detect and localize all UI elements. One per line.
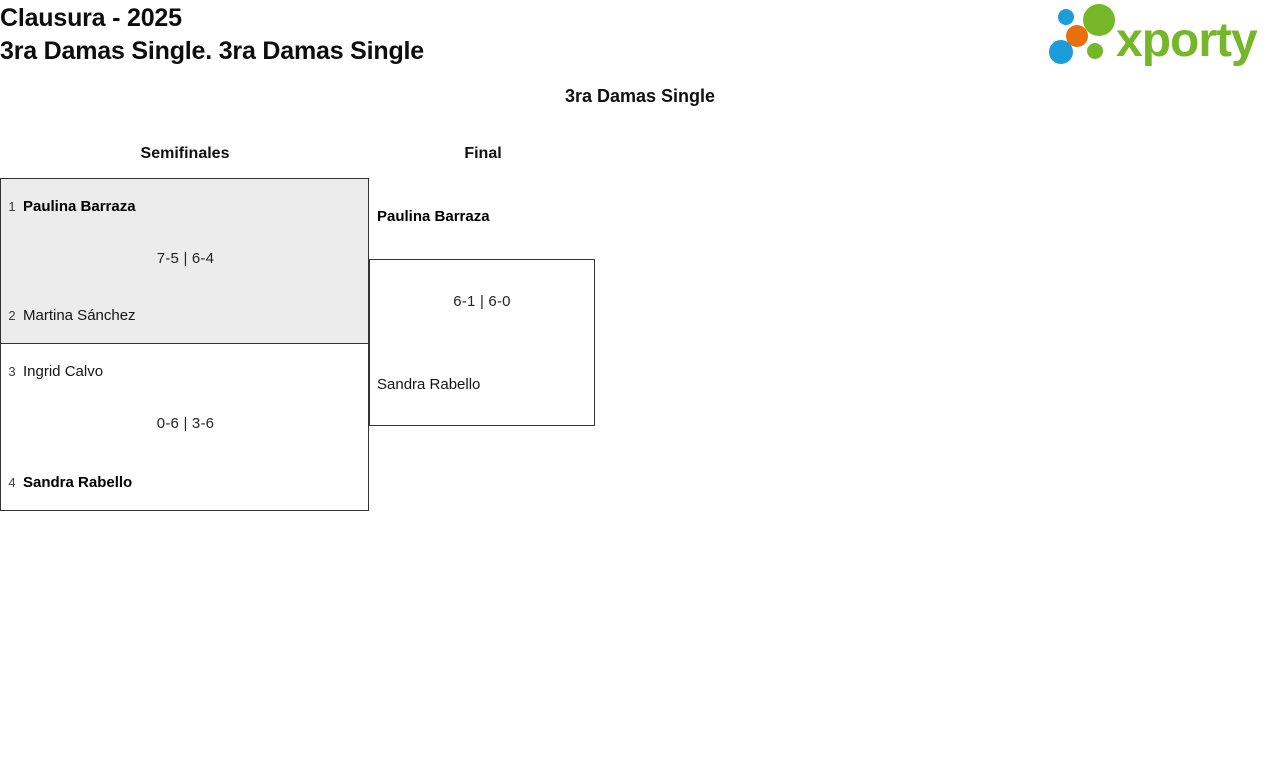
final-player-top[interactable]: Paulina Barraza [377,208,490,225]
match-player-row-top[interactable]: 1 Paulina Barraza [1,195,368,217]
match-player-row-bottom[interactable]: 4 Sandra Rabello [1,471,368,493]
player-seed: 4 [8,474,16,490]
final-player-bottom[interactable]: Sandra Rabello [377,376,481,393]
player-seed: 1 [8,198,16,214]
logo-dots-icon [1049,4,1115,64]
match-score: 7-5 | 6-4 [156,250,215,267]
player-name: Paulina Barraza [23,197,136,215]
category-heading: 3ra Damas Single [564,86,716,106]
xporty-logo: xporty [1046,4,1274,70]
logo-wordmark-icon: xporty [1116,14,1259,67]
tournament-name: Clausura - 2025 [0,4,182,32]
round-header-final: Final [464,145,502,162]
match-player-row-top[interactable]: 3 Ingrid Calvo [1,360,368,382]
match-card-semifinal-2[interactable]: 3 Ingrid Calvo 0-6 | 3-6 4 Sandra Rabell… [0,344,369,511]
player-seed: 3 [8,363,16,379]
player-name: Martina Sánchez [23,306,136,324]
player-name: Sandra Rabello [23,473,133,491]
player-seed: 2 [8,307,16,323]
match-score: 0-6 | 3-6 [156,415,215,432]
tournament-subtitle: 3ra Damas Single. 3ra Damas Single [0,37,424,65]
match-score: 6-1 | 6-0 [453,293,511,310]
page-title: Clausura - 2025 3ra Damas Single. 3ra Da… [0,2,900,68]
match-card-semifinal-1[interactable]: 1 Paulina Barraza 7-5 | 6-4 2 Martina Sá… [0,178,369,344]
match-player-row-bottom[interactable]: 2 Martina Sánchez [1,304,368,326]
match-card-final[interactable]: 6-1 | 6-0 [369,259,595,426]
round-header-semifinals: Semifinales [140,145,230,162]
player-name: Ingrid Calvo [23,362,104,380]
svg-text:xporty: xporty [1116,14,1258,67]
